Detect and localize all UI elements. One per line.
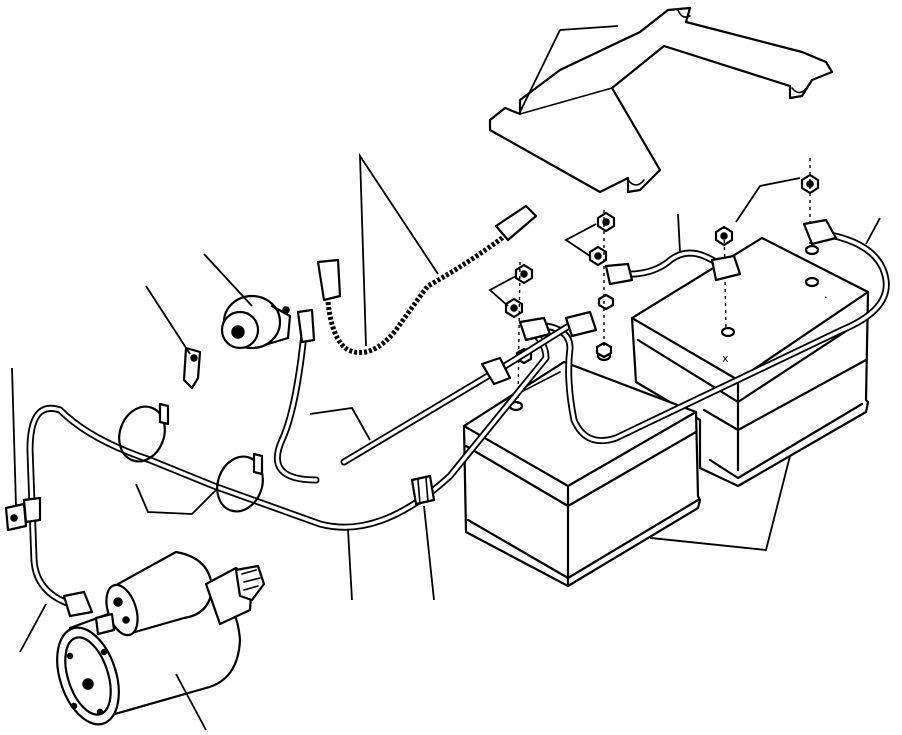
leader-ground-clip	[11, 367, 17, 507]
ground-clip	[4, 496, 42, 532]
leader-batteries	[649, 455, 791, 551]
leader-clamps	[135, 483, 217, 515]
leader-grommet	[423, 505, 435, 601]
battery-disconnect-switch	[220, 294, 292, 350]
leader-key	[145, 285, 191, 355]
leader-battery-link	[677, 213, 681, 253]
cable-clamps	[118, 402, 264, 513]
leader-cable-main	[347, 529, 353, 601]
battery-cables	[26, 218, 890, 618]
ground-strap	[316, 204, 538, 355]
starter-motor	[56, 550, 266, 726]
leader-cover-plate	[519, 25, 619, 113]
leader-starter-cable	[19, 603, 47, 653]
switch-key	[182, 346, 202, 390]
leader-nuts-left	[488, 275, 517, 307]
leader-nuts-right	[735, 177, 801, 223]
battery-cover-plate	[488, 6, 834, 194]
leader-ground-strap	[359, 152, 439, 347]
leader-cable-right	[865, 217, 881, 245]
plus-mark: .	[824, 288, 828, 301]
battery-link-cable	[604, 249, 742, 286]
leader-nuts-mid	[564, 223, 597, 257]
leader-switch	[203, 253, 253, 307]
minus-mark: x	[722, 352, 729, 365]
cable-grommet	[410, 474, 436, 506]
leader-cable-switch	[309, 407, 371, 441]
left-battery	[462, 360, 702, 588]
leader-starter	[175, 673, 207, 731]
